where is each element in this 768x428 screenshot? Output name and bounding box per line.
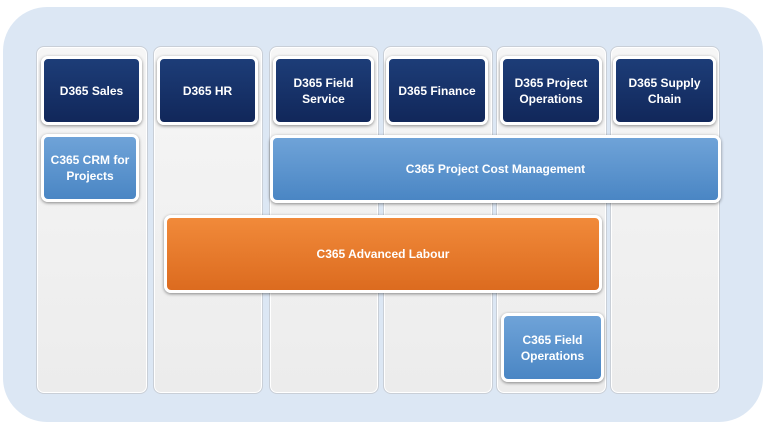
addon-c365-field-operations: C365 Field Operations bbox=[501, 313, 604, 382]
addon-c365-project-cost-management: C365 Project Cost Management bbox=[270, 135, 721, 203]
module-d365-project-operations: D365 Project Operations bbox=[500, 56, 602, 125]
addon-c365-project-cost-management-label: C365 Project Cost Management bbox=[405, 162, 586, 176]
module-d365-sales-label: D365 Sales bbox=[59, 83, 124, 98]
module-d365-finance: D365 Finance bbox=[386, 56, 488, 125]
module-d365-field-service-label: D365 Field Service bbox=[293, 75, 354, 106]
addon-c365-field-operations-label: C365 Field Operations bbox=[520, 332, 585, 363]
module-d365-field-service: D365 Field Service bbox=[273, 56, 374, 125]
module-d365-supply-chain: D365 Supply Chain bbox=[613, 56, 716, 125]
module-d365-project-operations-label: D365 Project Operations bbox=[514, 75, 588, 106]
module-d365-hr: D365 HR bbox=[157, 56, 258, 125]
addon-c365-crm-for-projects-label: C365 CRM for Projects bbox=[50, 153, 130, 183]
module-d365-hr-label: D365 HR bbox=[182, 83, 233, 98]
addon-c365-advanced-labour-label: C365 Advanced Labour bbox=[316, 247, 450, 261]
module-d365-sales: D365 Sales bbox=[41, 56, 142, 125]
addon-c365-crm-for-projects: C365 CRM for Projects bbox=[41, 134, 139, 202]
module-d365-finance-label: D365 Finance bbox=[398, 83, 476, 98]
module-d365-supply-chain-label: D365 Supply Chain bbox=[628, 75, 701, 106]
addon-c365-advanced-labour: C365 Advanced Labour bbox=[164, 215, 602, 293]
